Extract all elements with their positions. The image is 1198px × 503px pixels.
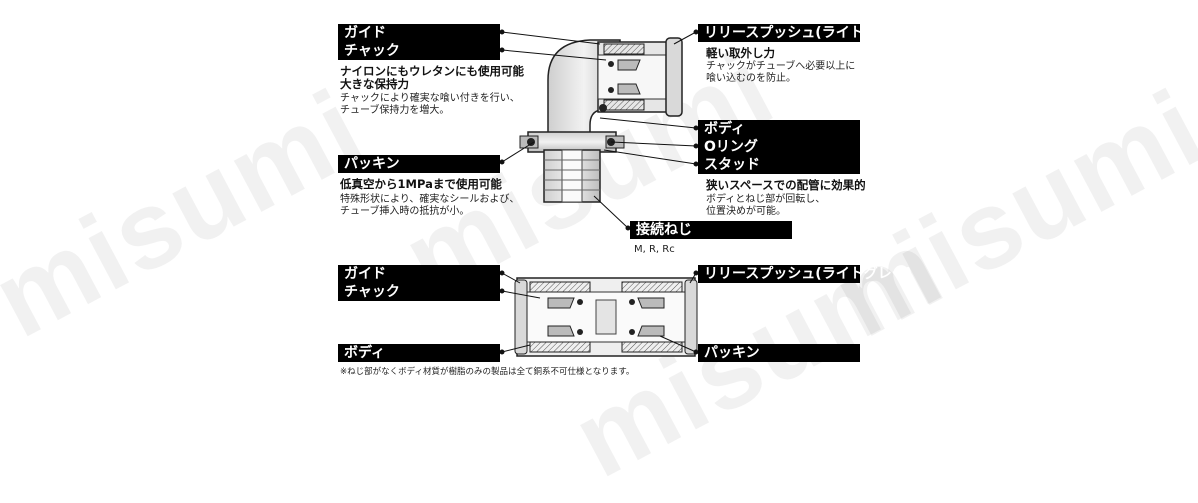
label-packing-bottom: パッキン bbox=[698, 344, 860, 362]
note-stud-body: ボディとねじ部が回転し、 bbox=[706, 194, 826, 205]
note-holding-body: チャックにより確実な喰い付きを行い、 bbox=[340, 93, 520, 104]
note-vacuum-title: 低真空から1MPaまで使用可能 bbox=[340, 177, 502, 191]
label-connection-thread: 接続ねじ bbox=[630, 221, 792, 239]
note-stud-title: 狭いスペースでの配管に効果的 bbox=[706, 178, 866, 192]
label-chuck-bottom: チャック bbox=[338, 283, 500, 301]
note-release-title: 軽い取外し力 bbox=[706, 46, 775, 60]
bottom-leader-lines bbox=[499, 270, 699, 355]
note-vacuum-body: 特殊形状により、確実なシールおよび、 bbox=[340, 194, 520, 205]
note-stud-body: 位置決めが可能。 bbox=[706, 206, 786, 217]
note-holding-body: チューブ保持力を増大。 bbox=[340, 105, 450, 116]
elbow-fitting-drawing bbox=[519, 37, 683, 203]
label-release-push: リリースプッシュ(ライトグレー) bbox=[698, 24, 912, 42]
label-guide: ガイド bbox=[338, 24, 500, 42]
note-release-body: チャックがチューブへ必要以上に bbox=[706, 61, 856, 72]
note-thread-types: M, R, Rc bbox=[634, 244, 675, 255]
note-vacuum-body: チューブ挿入時の抵抗が小。 bbox=[340, 206, 470, 217]
label-stud: スタッド bbox=[698, 156, 860, 174]
label-chuck: チャック bbox=[338, 42, 500, 60]
footnote: ※ねじ部がなくボディ材質が樹脂のみの製品は全て銅系不可仕様となります。 bbox=[340, 367, 635, 377]
label-guide-bottom: ガイド bbox=[338, 265, 500, 283]
fitting-diagram bbox=[499, 29, 699, 357]
note-holding-title: 大きな保持力 bbox=[340, 77, 409, 91]
label-body-bottom: ボディ bbox=[338, 344, 500, 362]
union-fitting-drawing bbox=[514, 277, 698, 357]
note-release-body: 喰い込むのを防止。 bbox=[706, 73, 796, 84]
label-o-ring: Oリング bbox=[698, 138, 860, 156]
label-packing: パッキン bbox=[338, 155, 500, 173]
note-holding-title: ナイロンにもウレタンにも使用可能 bbox=[340, 64, 524, 78]
label-body: ボディ bbox=[698, 120, 860, 138]
top-leader-lines bbox=[499, 29, 699, 231]
label-release-push-bottom: リリースプッシュ(ライトグレー) bbox=[698, 265, 912, 283]
